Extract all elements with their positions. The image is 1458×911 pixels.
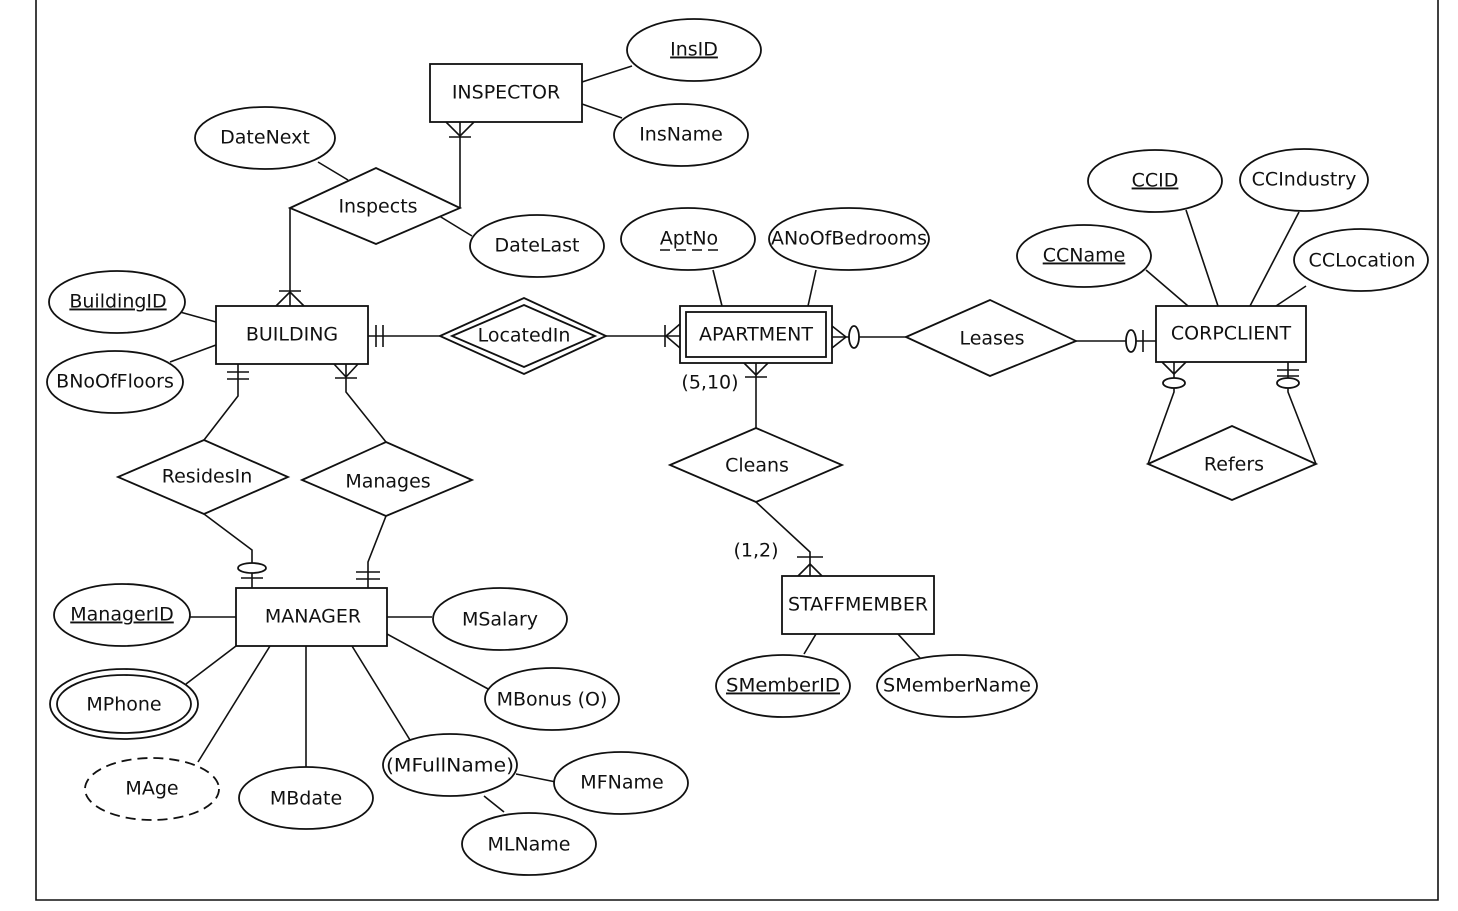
attribute-s-member-name[interactable]: SMemberName — [876, 654, 1038, 718]
attribute-date-last-label: DateLast — [495, 235, 580, 257]
cardinality-label-apartment-cleans: (5,10) — [681, 372, 738, 394]
cardinality-marks — [227, 121, 1300, 580]
connector-lines — [169, 65, 1317, 813]
attribute-apt-no[interactable]: AptNo — [620, 207, 756, 271]
attribute-cc-name-label: CCName — [1043, 245, 1126, 267]
attribute-s-member-id-label: SMemberID — [726, 675, 840, 697]
attribute-m-salary[interactable]: MSalary — [432, 587, 568, 651]
relationship-cleans-label: Cleans — [725, 455, 789, 477]
relationship-refers-label: Refers — [1204, 454, 1264, 476]
entity-apartment[interactable]: APARTMENT — [679, 305, 833, 364]
attribute-ins-name-label: InsName — [639, 124, 723, 146]
attribute-m-bdate[interactable]: MBdate — [238, 766, 374, 830]
entity-apartment-label: APARTMENT — [699, 324, 813, 346]
attribute-m-bdate-label: MBdate — [270, 788, 342, 810]
attribute-ccid-label: CCID — [1132, 170, 1179, 192]
entity-staffmember[interactable]: STAFFMEMBER — [781, 575, 935, 635]
relationship-leases[interactable]: Leases — [903, 299, 1079, 377]
cardinality-label-staffmember-cleans: (1,2) — [733, 540, 778, 562]
attribute-m-bonus[interactable]: MBonus (O) — [484, 667, 620, 731]
relationship-manages-label: Manages — [345, 471, 430, 493]
attribute-m-full-name-label: (MFullName) — [386, 755, 514, 777]
attribute-ins-id[interactable]: InsID — [626, 18, 762, 82]
attribute-cc-location[interactable]: CCLocation — [1293, 228, 1429, 292]
attribute-s-member-name-label: SMemberName — [883, 675, 1031, 697]
attribute-m-f-name-label: MFName — [580, 772, 663, 794]
attribute-m-age[interactable]: MAge — [84, 757, 220, 821]
attribute-m-salary-label: MSalary — [462, 609, 538, 631]
attribute-date-next-label: DateNext — [220, 127, 310, 149]
attribute-m-age-label: MAge — [125, 778, 178, 800]
attribute-ins-id-label: InsID — [670, 39, 718, 61]
entity-building[interactable]: BUILDING — [215, 305, 369, 365]
attribute-ccid[interactable]: CCID — [1087, 149, 1223, 213]
attribute-date-last[interactable]: DateLast — [469, 214, 605, 278]
entity-manager[interactable]: MANAGER — [235, 587, 388, 647]
attribute-m-l-name-label: MLName — [487, 834, 570, 856]
attribute-a-no-of-bedrooms[interactable]: ANoOfBedrooms — [768, 207, 930, 271]
attribute-m-phone[interactable]: MPhone — [49, 668, 199, 740]
attribute-s-member-id[interactable]: SMemberID — [715, 654, 851, 718]
attribute-cc-industry[interactable]: CCIndustry — [1239, 148, 1369, 212]
relationship-located-in-label: LocatedIn — [478, 325, 571, 347]
relationship-resides-in-label: ResidesIn — [162, 466, 253, 488]
entity-manager-label: MANAGER — [265, 606, 361, 628]
attribute-a-no-of-bedrooms-label: ANoOfBedrooms — [771, 228, 927, 250]
relationship-inspects-label: Inspects — [338, 196, 417, 218]
attribute-m-f-name[interactable]: MFName — [553, 751, 689, 815]
attribute-cc-industry-label: CCIndustry — [1252, 169, 1357, 191]
attribute-m-bonus-label: MBonus (O) — [497, 689, 608, 711]
entity-staffmember-label: STAFFMEMBER — [788, 594, 928, 616]
entity-building-label: BUILDING — [246, 324, 338, 346]
relationship-resides-in[interactable]: ResidesIn — [115, 439, 291, 515]
entity-corpclient-label: CORPCLIENT — [1171, 323, 1292, 345]
attribute-b-no-of-floors[interactable]: BNoOfFloors — [46, 350, 184, 414]
attribute-date-next[interactable]: DateNext — [194, 106, 336, 170]
relationship-cleans[interactable]: Cleans — [667, 427, 845, 503]
attribute-m-l-name[interactable]: MLName — [461, 812, 597, 876]
relationship-leases-label: Leases — [959, 328, 1024, 350]
relationship-refers[interactable]: Refers — [1145, 425, 1319, 501]
attribute-building-id[interactable]: BuildingID — [48, 270, 186, 334]
attribute-manager-id[interactable]: ManagerID — [53, 583, 191, 647]
attribute-ins-name[interactable]: InsName — [613, 103, 749, 167]
entity-corpclient[interactable]: CORPCLIENT — [1155, 305, 1307, 363]
attribute-building-id-label: BuildingID — [69, 291, 166, 313]
frame-border — [35, 0, 1439, 901]
attribute-manager-id-label: ManagerID — [70, 604, 174, 626]
entity-inspector-label: INSPECTOR — [452, 82, 560, 104]
attribute-cc-location-label: CCLocation — [1309, 250, 1416, 272]
attribute-m-full-name[interactable]: (MFullName) — [382, 733, 518, 797]
attribute-apt-no-label: AptNo — [660, 228, 718, 250]
attribute-m-phone-label: MPhone — [86, 694, 161, 716]
entity-inspector[interactable]: INSPECTOR — [429, 63, 583, 123]
attribute-cc-name[interactable]: CCName — [1016, 224, 1152, 288]
attribute-b-no-of-floors-label: BNoOfFloors — [56, 371, 174, 393]
relationship-inspects[interactable]: Inspects — [287, 167, 463, 245]
relationship-located-in[interactable]: LocatedIn — [437, 297, 609, 375]
relationship-manages[interactable]: Manages — [299, 441, 475, 517]
